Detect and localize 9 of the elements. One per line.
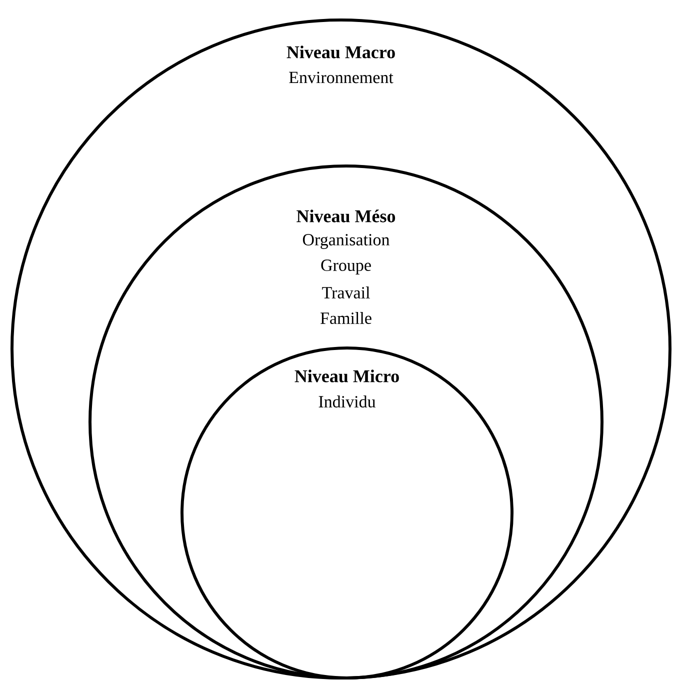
level-heading: Niveau Méso (296, 210, 396, 222)
level-item: Organisation (302, 234, 390, 249)
level-item: Famille (320, 312, 372, 324)
level-heading: Niveau Macro (286, 46, 395, 58)
level-item: Individu (318, 396, 376, 408)
level-item: Travail (322, 286, 370, 298)
level-item: Groupe (321, 260, 371, 274)
level-item: Environnement (289, 72, 394, 84)
level-heading: Niveau Micro (294, 370, 399, 382)
